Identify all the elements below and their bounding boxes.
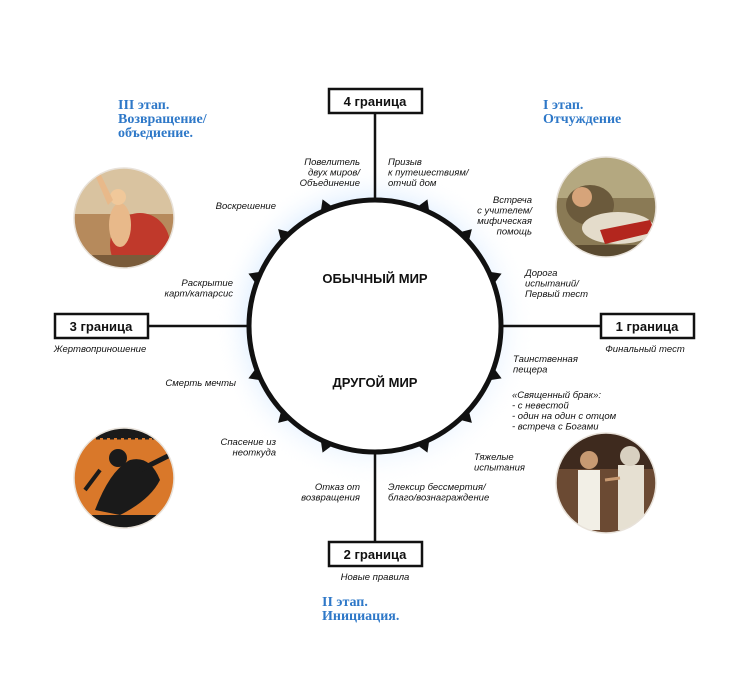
border-box-top: 4 граница bbox=[327, 87, 424, 115]
text-line: с учителем/ bbox=[477, 206, 533, 217]
circle-tick bbox=[248, 271, 260, 283]
border-label-left: 3 граница bbox=[70, 319, 133, 334]
border-label-bottom: 2 граница bbox=[344, 547, 407, 562]
text-line: Таинственная bbox=[513, 354, 578, 365]
text-line: Отказ от bbox=[315, 482, 360, 493]
text-line: Отчуждение bbox=[543, 112, 621, 127]
text-line: - с невестой bbox=[512, 401, 569, 412]
text-line: Объединение bbox=[300, 178, 360, 189]
border-label-right: 1 граница bbox=[616, 319, 679, 334]
circle-tick bbox=[248, 369, 260, 381]
text-line: Тяжелые bbox=[474, 452, 514, 463]
circle-tick bbox=[490, 369, 502, 381]
text-line: возвращения bbox=[301, 493, 360, 504]
text-line: неоткуда bbox=[233, 448, 276, 459]
circle-tick bbox=[418, 441, 430, 453]
text-line: Повелитель bbox=[304, 157, 360, 168]
upper-world-label: ОБЫЧНЫЙ МИР bbox=[322, 271, 428, 286]
greek-vase-painting-icon bbox=[73, 427, 175, 529]
text-line: карт/катарсис bbox=[164, 289, 233, 300]
text-line: II этап. bbox=[322, 595, 368, 610]
greek-elders-painting-icon bbox=[555, 432, 657, 534]
step-resurrection: Воскрешение bbox=[216, 201, 276, 212]
prometheus-painting-icon bbox=[73, 167, 175, 269]
text-line: Первый тест bbox=[525, 289, 588, 300]
stage-title-i: I этап.Отчуждение bbox=[543, 98, 621, 127]
text-line: III этап. bbox=[118, 98, 169, 113]
stage-title-ii: II этап.Инициация. bbox=[322, 595, 399, 624]
circle-tick bbox=[278, 229, 290, 241]
circle-tick bbox=[460, 229, 472, 241]
text-line: «Священный брак»: bbox=[512, 390, 601, 401]
text-line: благо/вознаграждение bbox=[388, 493, 489, 504]
border-caption-left: Жертвоприношение bbox=[53, 344, 147, 355]
text-line: Воскрешение bbox=[216, 201, 276, 212]
circle-tick bbox=[320, 199, 332, 211]
border-box-right: 1 граница bbox=[599, 312, 696, 340]
step-sacred-marriage: «Священный брак»:- с невестой- один на о… bbox=[512, 390, 617, 433]
text-line: Смерть мечты bbox=[165, 378, 236, 389]
text-line: Элексир бессмертия/ bbox=[388, 482, 487, 493]
circle-ticks bbox=[248, 199, 502, 453]
text-line: Призыв bbox=[388, 157, 422, 168]
step-elixir: Элексир бессмертия/благо/вознаграждение bbox=[388, 482, 489, 504]
text-line: к путешествиям/ bbox=[388, 168, 470, 179]
border-box-left: 3 граница bbox=[53, 312, 150, 340]
lower-world-label: ДРУГОЙ МИР bbox=[333, 375, 418, 390]
text-line: Раскрытие bbox=[181, 278, 233, 289]
circle-tick bbox=[460, 411, 472, 423]
step-dream-death: Смерть мечты bbox=[165, 378, 236, 389]
circle-tick bbox=[320, 441, 332, 453]
border-caption-bottom: Новые правила bbox=[341, 572, 410, 583]
text-line: объедиение. bbox=[118, 126, 193, 141]
text-line: I этап. bbox=[543, 98, 583, 113]
circle-tick bbox=[490, 271, 502, 283]
resting-man-painting-icon bbox=[555, 156, 657, 258]
circle-tick bbox=[278, 411, 290, 423]
border-caption-right: Финальный тест bbox=[605, 344, 685, 355]
text-line: Спасение из bbox=[220, 437, 276, 448]
text-line: - один на один с отцом bbox=[512, 411, 617, 422]
text-line: пещера bbox=[513, 365, 547, 376]
text-line: испытания bbox=[474, 463, 525, 474]
border-label-top: 4 граница bbox=[344, 94, 407, 109]
text-line: отчий дом bbox=[388, 178, 437, 189]
text-line: - встреча с Богами bbox=[512, 422, 599, 433]
text-line: двух миров/ bbox=[308, 168, 361, 179]
text-line: Встреча bbox=[493, 195, 532, 206]
circle-tick bbox=[418, 199, 430, 211]
text-line: Возвращение/ bbox=[118, 112, 208, 127]
text-line: мифическая bbox=[477, 216, 532, 227]
text-line: испытаний/ bbox=[525, 279, 580, 290]
text-line: Дорога bbox=[524, 268, 557, 279]
text-line: помощь bbox=[497, 227, 532, 238]
stage-title-iii: III этап.Возвращение/объедиение. bbox=[118, 98, 208, 141]
journey-circle bbox=[246, 197, 504, 455]
border-box-bottom: 2 граница bbox=[327, 540, 424, 568]
text-line: Инициация. bbox=[322, 609, 399, 624]
